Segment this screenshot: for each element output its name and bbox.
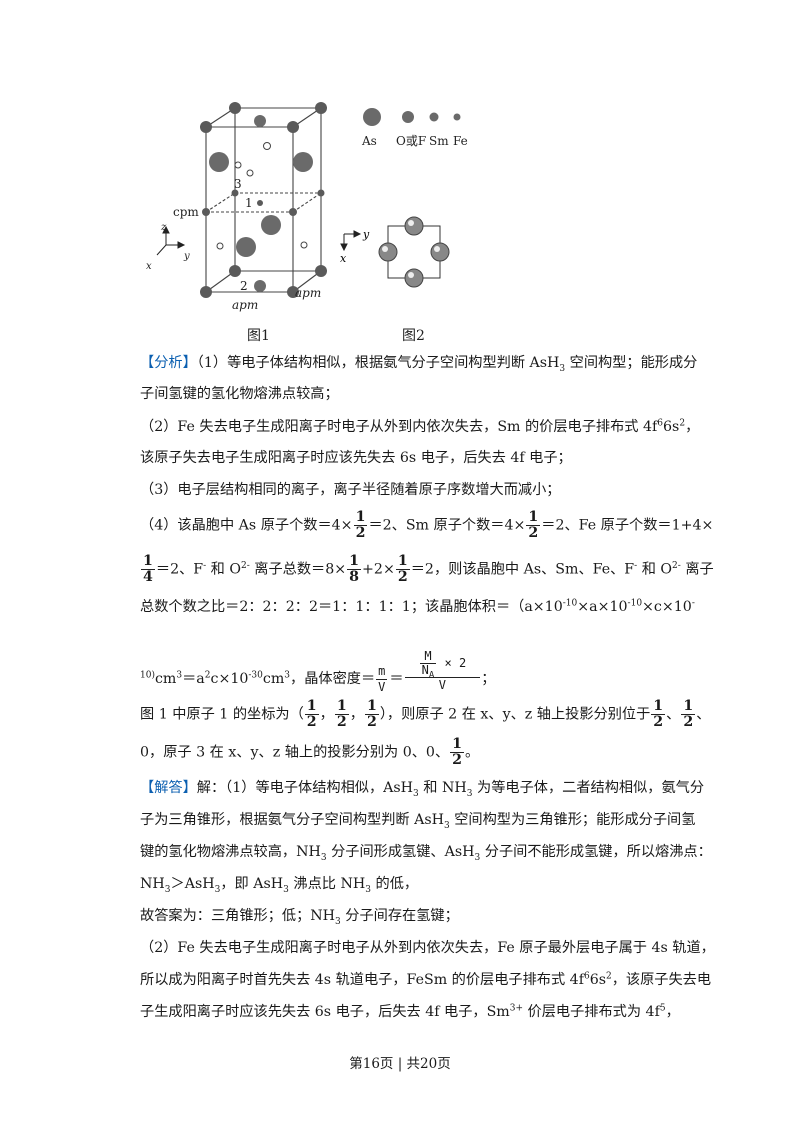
answer-line-2: 子为三角锥形，根据氨气分子空间构型判断 AsH3 空间构型为三角锥形；能形成分子… [140, 812, 696, 831]
legend-o-f: O或F [396, 134, 426, 148]
legend-fe: Fe [453, 134, 468, 148]
axis-x: x [146, 261, 152, 272]
answer-line-1: 【解答】解：（1）等电子体结构相似，AsH3 和 NH3 为等电子体，二者结构相… [140, 780, 705, 799]
label-3: 3 [234, 177, 242, 191]
crystal-figure: cpm apm apm 1 2 3 z y x As O或F Sm Fe [146, 102, 468, 344]
label-a2: apm [295, 286, 321, 300]
axis2-x: x [340, 252, 347, 265]
analysis-tag: 【分析】 [140, 355, 197, 371]
analysis-line-5: （3）电子层结构相同的离子，离子半径随着原子序数增大而减小； [140, 482, 561, 498]
axis-y: y [183, 251, 190, 262]
answer-tag: 【解答】 [140, 780, 197, 796]
analysis-line-2: 子间氢键的氢化物熔沸点较高； [140, 386, 339, 402]
caption-fig1: 图1 [247, 328, 270, 344]
analysis-line-4: 该原子失去电子生成阳离子时应该先失去 6s 电子，后失去 4f 电子； [140, 450, 572, 466]
analysis-line-1: 【分析】（1）等电子体结构相似，根据氨气分子空间构型判断 AsH3 空间构型；能… [140, 355, 698, 374]
axis2-y: y [362, 228, 370, 241]
label-a1: apm [232, 298, 258, 312]
answer-line-7: 所以成为阳离子时首先失去 4s 轨道电子，FeSm 的价层电子排布式 4f66s… [140, 971, 712, 988]
answer-line-6: （2）Fe 失去电子生成阳离子时电子从外到内依次失去，Fe 原子最外层电子属于 … [140, 940, 715, 956]
label-2: 2 [240, 279, 248, 293]
legend: As O或F Sm Fe [361, 108, 468, 148]
legend-sm: Sm [429, 134, 449, 148]
analysis-line-3: （2）Fe 失去电子生成阳离子时电子从外到内依次失去，Sm 的价层电子排布式 4… [140, 418, 700, 435]
answer-line-3: 键的氢化物熔沸点较高，NH3 分子间形成氢键、AsH3 分子间不能形成氢键，所以… [140, 844, 712, 863]
analysis-line-8: 总数个数之比＝2：2：2：2＝1：1：1：1；该晶胞体积＝（a×10-10×a×… [140, 598, 695, 615]
axis-z: z [160, 222, 167, 233]
legend-as: As [361, 134, 377, 148]
label-1: 1 [245, 196, 253, 210]
page-footer: 第16页 | 共20页 [349, 1056, 451, 1072]
caption-fig2: 图2 [402, 328, 425, 344]
answer-line-8: 子生成阳离子时应该先失去 6s 电子，后失去 4f 电子，Sm3+ 价层电子排布… [140, 1003, 680, 1020]
label-c: cpm [173, 205, 199, 219]
answer-line-5: 故答案为：三角锥形；低；NH3 分子间存在氢键； [140, 908, 459, 927]
answer-line-4: NH3＞AsH3，即 AsH3 沸点比 NH3 的低， [140, 876, 419, 895]
figure-2: y x [340, 216, 450, 288]
